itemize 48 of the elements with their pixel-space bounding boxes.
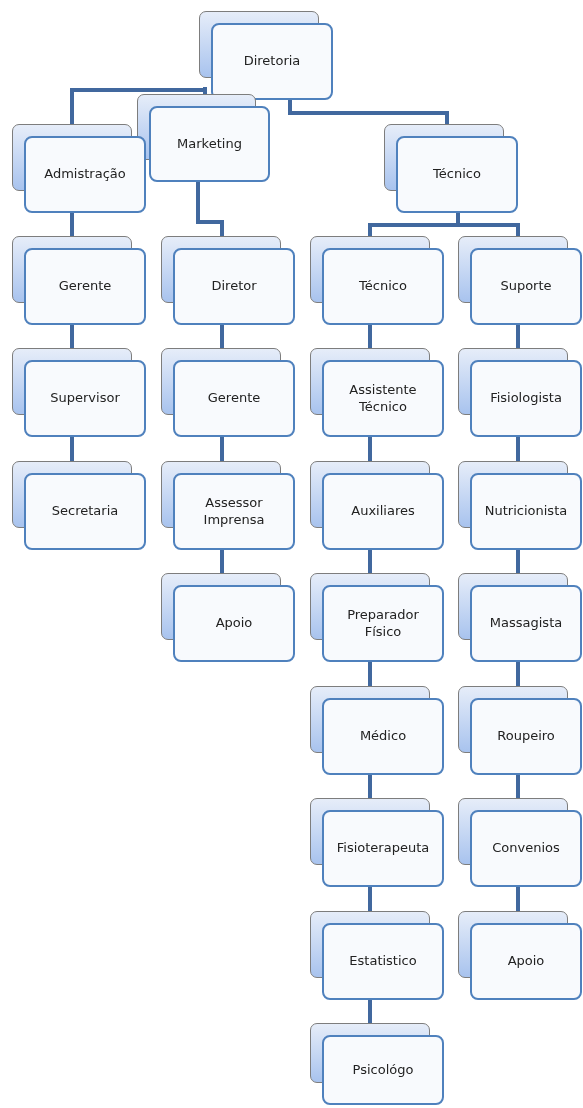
connector-line bbox=[220, 325, 224, 348]
role-label: Apoio bbox=[214, 615, 254, 632]
role-label: Apoio bbox=[506, 953, 546, 970]
role-label: Diretor bbox=[210, 278, 258, 295]
connector-line bbox=[368, 775, 372, 798]
connector-line bbox=[220, 550, 224, 573]
role-label: Convenios bbox=[491, 840, 561, 857]
connector-line bbox=[368, 325, 372, 348]
connector-line bbox=[516, 662, 520, 686]
connector-line bbox=[368, 550, 372, 573]
role-label: Secretaria bbox=[50, 503, 120, 520]
role-label: Massagista bbox=[488, 615, 564, 632]
role-label: Preparador Físico bbox=[346, 606, 420, 641]
connector-line bbox=[368, 437, 372, 461]
connector-line bbox=[368, 887, 372, 911]
connector-line bbox=[70, 437, 74, 461]
connector-line bbox=[368, 662, 372, 686]
role-label: Supervisor bbox=[49, 390, 121, 407]
role-label: Assessor Imprensa bbox=[202, 494, 266, 529]
role-label: Suporte bbox=[499, 278, 553, 295]
connector-line bbox=[196, 182, 224, 236]
connector-line bbox=[516, 437, 520, 461]
connector-line bbox=[70, 325, 74, 348]
role-label: Técnico bbox=[358, 278, 408, 295]
role-label: Psicológo bbox=[351, 1061, 415, 1079]
role-label: Assistente Técnico bbox=[348, 381, 418, 416]
connector-line bbox=[288, 100, 449, 124]
connector-line bbox=[516, 887, 520, 911]
connector-line bbox=[516, 550, 520, 573]
role-label: Auxiliares bbox=[350, 503, 416, 520]
connector-line bbox=[368, 1000, 372, 1023]
role-label: Fisiologista bbox=[489, 390, 563, 407]
role-label: Roupeiro bbox=[496, 728, 556, 745]
role-label: Técnico bbox=[432, 166, 482, 183]
role-label: Gerente bbox=[57, 278, 113, 295]
role-label: Marketing bbox=[176, 135, 243, 153]
role-label: Gerente bbox=[206, 390, 262, 407]
connector-line bbox=[70, 213, 74, 236]
connector-line bbox=[456, 213, 520, 236]
role-label: Diretoria bbox=[242, 53, 302, 70]
role-label: Nutricionista bbox=[483, 503, 569, 520]
role-label: Estatistico bbox=[348, 953, 418, 970]
connector-line bbox=[516, 775, 520, 798]
connector-line bbox=[516, 325, 520, 348]
role-label: Admistração bbox=[43, 166, 127, 183]
role-label: Médico bbox=[358, 728, 408, 745]
role-label: Fisioterapeuta bbox=[335, 840, 431, 857]
connector-line bbox=[220, 437, 224, 461]
